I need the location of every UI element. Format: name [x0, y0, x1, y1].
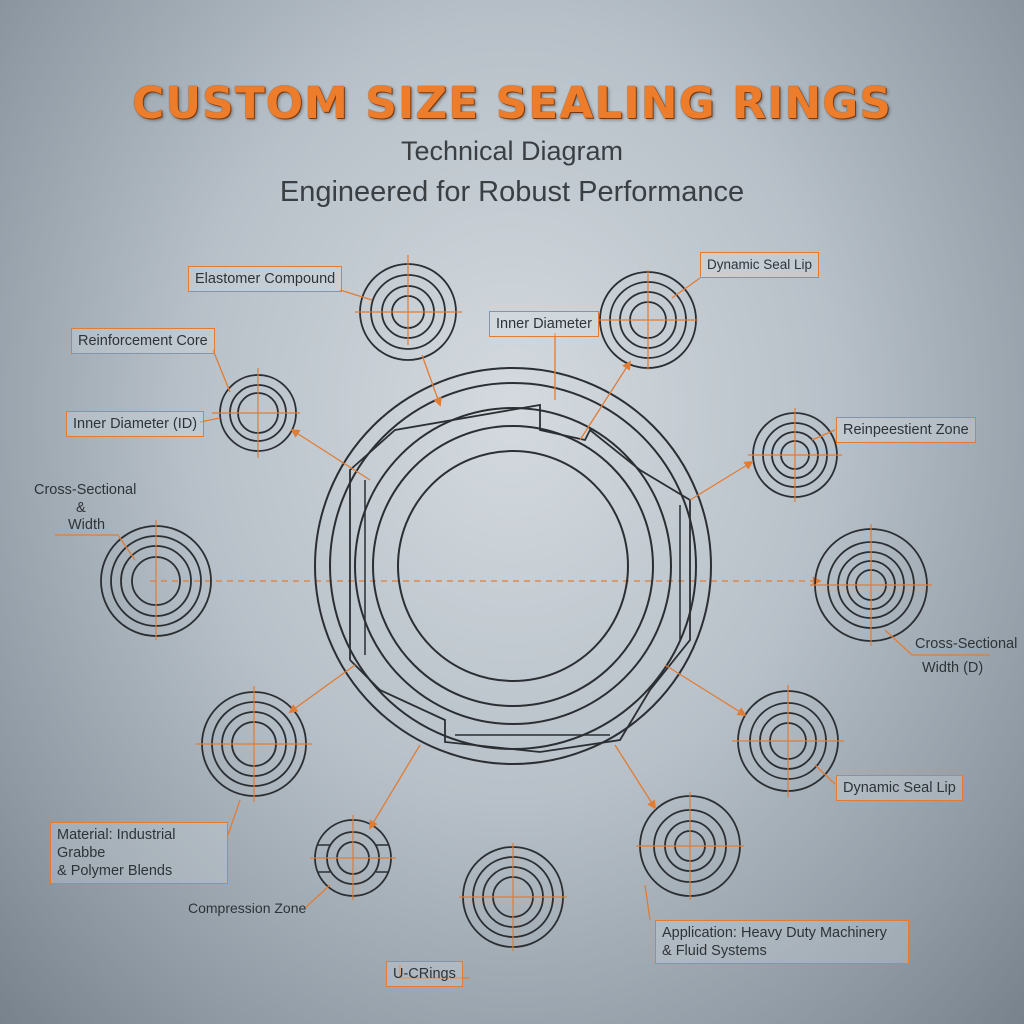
leader-u-rings: [399, 965, 470, 979]
ring-u-rings: [459, 843, 567, 951]
arrow-application: [614, 744, 656, 810]
leader-elastomer: [339, 289, 373, 301]
label-dynamic-seal-lip-top: Dynamic Seal Lip: [700, 252, 820, 278]
arrow-compression: [369, 744, 421, 830]
label-material-line1: Material: Industrial Grabbe: [57, 827, 176, 861]
ring-dynamic-seal-lip-bottom: [732, 685, 844, 797]
leader-compression: [304, 884, 331, 909]
leader-dynamic-top: [671, 277, 701, 299]
leader-application: [644, 884, 651, 921]
label-cross-sectional-right-line1: Cross-Sectional: [915, 636, 1018, 652]
ring-application: [636, 792, 744, 900]
ring-reinforcement-core: [212, 368, 300, 458]
arrow-reinforcement: [290, 429, 371, 481]
label-cross-sectional-right-line2: Width (D): [922, 660, 984, 676]
label-material: Material: Industrial Grabbe & Polymer Bl…: [50, 822, 228, 884]
leader-cross-right: [884, 629, 990, 656]
page-tagline: Engineered for Robust Performance: [279, 176, 745, 208]
label-cross-sectional-left-line1: Cross-Sectional: [34, 482, 137, 498]
arrow-reinpeestient: [689, 461, 754, 501]
arrow-dynamic-bottom: [664, 664, 747, 716]
leader-reinpeestient: [811, 429, 836, 441]
label-material-line2: & Polymer Blends: [57, 863, 173, 879]
label-application-line2: & Fluid Systems: [662, 943, 767, 959]
arrow-material: [288, 664, 356, 714]
ring-compression-zone: [310, 815, 396, 900]
label-dynamic-seal-lip-bottom: Dynamic Seal Lip: [836, 775, 963, 801]
ring-reinpeestient-zone: [748, 408, 842, 502]
label-reinpeestient-zone: Reinpeestient Zone: [836, 417, 976, 443]
label-u-rings: U-CRings: [386, 961, 463, 987]
ring-elastomer-compound: [355, 255, 462, 361]
arrow-dynamic-top: [579, 360, 631, 441]
ring-cross-sectional-left: [100, 520, 212, 640]
label-cross-sectional-left-line3: Width: [68, 517, 106, 533]
label-elastomer-compound: Elastomer Compound: [188, 266, 343, 292]
label-application-line1: Application: Heavy Duty Machinery: [662, 925, 887, 941]
ring-material: [196, 686, 312, 802]
label-cross-sectional-left-line2: &: [76, 500, 86, 516]
leader-dynamic-bottom: [814, 764, 836, 785]
leader-reinforcement: [212, 349, 231, 393]
label-application: Application: Heavy Duty Machinery & Flui…: [655, 920, 909, 964]
page-title: CUSTOM SIZE SEALING RINGS: [132, 78, 892, 129]
leader-material: [227, 799, 241, 836]
main-seal-ring: [314, 367, 712, 765]
label-inner-diameter-id: Inner Diameter (ID): [66, 411, 205, 437]
leader-cross-left: [55, 534, 136, 561]
page-subtitle: Technical Diagram: [400, 136, 624, 166]
label-reinforcement-core: Reinforcement Core: [71, 328, 215, 354]
ring-cross-sectional-right: [810, 524, 932, 646]
arrow-elastomer: [421, 354, 442, 407]
label-compression-zone: Compression Zone: [188, 900, 307, 916]
label-inner-diameter: Inner Diameter: [489, 311, 599, 337]
ring-dynamic-seal-lip-top: [598, 270, 698, 370]
